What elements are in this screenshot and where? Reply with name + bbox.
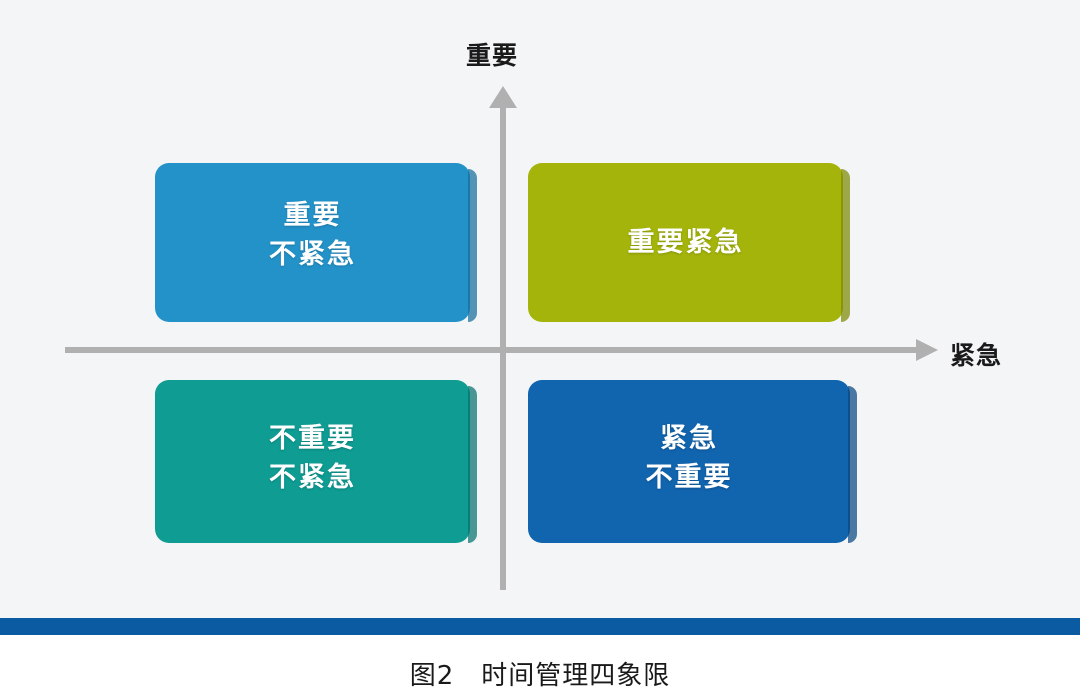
vertical-axis-label: 重要 <box>466 42 519 70</box>
quadrant-label-line-2: 不紧急 <box>269 461 356 492</box>
quadrant-3d-edge <box>841 169 850 322</box>
arrow-right-icon <box>916 339 938 361</box>
quadrant-3d-edge <box>468 386 477 543</box>
quadrant-label-group: 重要 不紧急 <box>155 196 470 273</box>
quadrant-3d-edge <box>848 386 857 543</box>
bottom-divider-rule <box>0 618 1080 635</box>
quadrant-label-line-1: 重要 <box>283 200 342 231</box>
quadrant-label-line-2: 不重要 <box>645 461 733 492</box>
arrow-up-icon <box>489 86 517 108</box>
figure-caption: 图2 时间管理四象限 <box>409 661 671 691</box>
quadrant-important-not-urgent[interactable]: 重要 不紧急 <box>155 163 477 322</box>
quadrant-urgent-not-important[interactable]: 紧急 不重要 <box>528 380 857 543</box>
quadrant-label-line-1: 紧急 <box>660 423 718 454</box>
quadrant-label-line-2: 不紧急 <box>269 238 356 269</box>
quadrant-label-group: 不重要 不紧急 <box>155 419 470 496</box>
quadrant-3d-edge <box>468 169 477 322</box>
quadrant-important-urgent[interactable]: 重要紧急 <box>528 163 850 322</box>
horizontal-axis-label: 紧急 <box>950 342 1003 370</box>
quadrant-label-line-1: 重要紧急 <box>627 227 744 258</box>
quadrant-label-group: 重要紧急 <box>528 223 843 261</box>
quadrant-label-group: 紧急 不重要 <box>528 419 850 496</box>
vertical-axis-line <box>500 96 506 590</box>
quadrant-label-line-1: 不重要 <box>269 423 356 454</box>
quadrant-not-important-not-urgent[interactable]: 不重要 不紧急 <box>155 380 477 543</box>
horizontal-axis-line <box>65 347 930 353</box>
